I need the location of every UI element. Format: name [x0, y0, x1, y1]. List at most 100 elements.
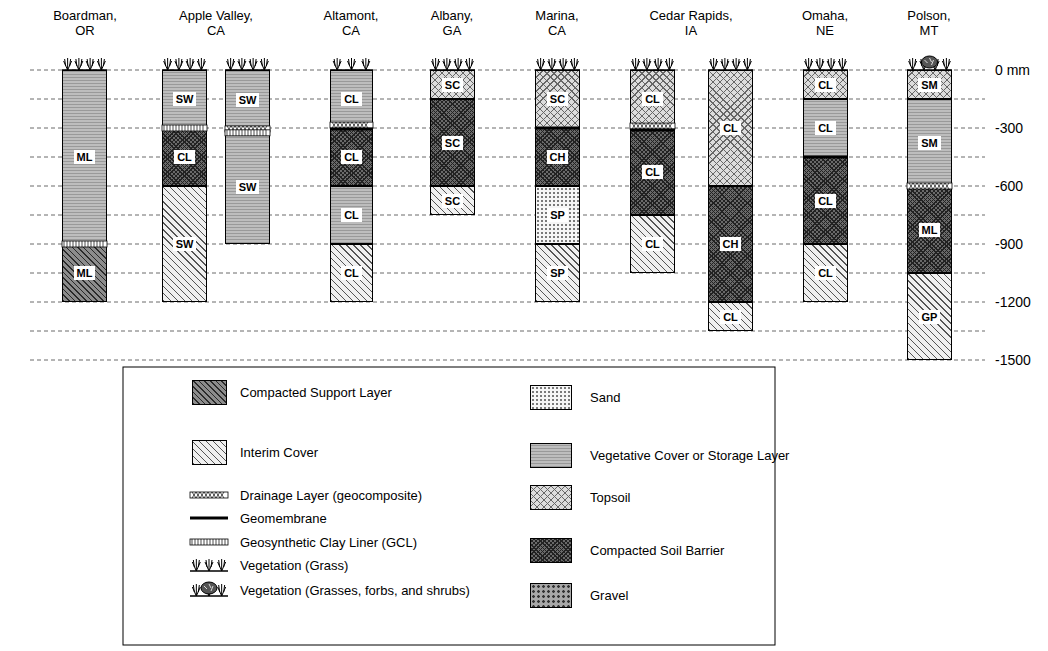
legend-text: Sand: [590, 390, 620, 405]
gcl-tick: [170, 125, 171, 131]
geomembrane: [535, 127, 580, 130]
depth-label: -300: [993, 120, 1025, 136]
soil-layer: CL: [630, 215, 675, 273]
legend-text: Compacted Soil Barrier: [590, 543, 724, 558]
drainage-mesh: [227, 126, 267, 132]
gcl-tick: [198, 539, 199, 545]
legend-swatch: [192, 380, 227, 405]
grass-symbol: [570, 58, 578, 70]
drainage-mesh: [909, 183, 949, 189]
drainage-mesh: [909, 183, 949, 189]
soil-code: CH: [547, 150, 569, 164]
gcl-tick: [201, 539, 202, 545]
column-overlay: [907, 56, 952, 189]
grass-symbol: [432, 58, 440, 70]
legend-swatch: [530, 538, 572, 563]
gcl-tick: [225, 539, 226, 545]
soil-layer: SW: [225, 130, 270, 244]
shrub-texture: [925, 58, 934, 65]
grass-symbol: [816, 58, 824, 70]
depth-label: -1500: [993, 352, 1033, 368]
legend-text: Gravel: [590, 588, 628, 603]
soil-code: SP: [547, 208, 568, 222]
soil-code: SC: [442, 194, 463, 208]
grass-symbol: [942, 58, 950, 70]
soil-code: CL: [815, 121, 836, 135]
grass-symbol: [931, 58, 939, 70]
soil-code: SP: [547, 266, 568, 280]
gcl-tick: [91, 241, 92, 247]
gcl: [62, 241, 107, 247]
column-overlay: [162, 58, 207, 131]
depth-label: -1200: [993, 294, 1033, 310]
grass-symbol: [218, 559, 226, 571]
grass-symbol: [643, 58, 651, 70]
soil-code: CL: [341, 150, 362, 164]
grass-symbol: [164, 58, 172, 70]
gcl-tick: [266, 130, 267, 136]
soil-code: CL: [815, 78, 836, 92]
soil-code: CL: [815, 266, 836, 280]
geomembrane: [803, 156, 848, 159]
gcl-tick: [230, 130, 231, 136]
legend-frame: [123, 367, 775, 645]
soil-code: SW: [173, 92, 197, 106]
gcl-tick: [182, 125, 183, 131]
ground-line: [190, 595, 228, 597]
gcl-tick: [173, 125, 174, 131]
legend-swatch: [530, 385, 572, 410]
soil-code: CL: [720, 310, 741, 324]
soil-layer: CL: [708, 302, 753, 331]
legend-text: Geomembrane: [240, 511, 327, 526]
legend-text: Compacted Support Layer: [240, 385, 392, 400]
ground-line: [190, 570, 228, 572]
soil-layer: GP: [907, 273, 952, 360]
soil-code: ML: [74, 266, 96, 280]
site-name: Cedar Rapids, IA: [643, 8, 739, 38]
soil-layer: SM: [907, 70, 952, 99]
grass-symbol: [909, 58, 917, 70]
gcl-tick: [79, 241, 80, 247]
soil-code: SC: [442, 78, 463, 92]
grass-symbol: [537, 58, 545, 70]
legend-samples: [190, 492, 228, 596]
soil-layer: CL: [803, 70, 848, 99]
gcl-tick: [222, 539, 223, 545]
depth-gridline: [30, 360, 985, 361]
gcl-tick: [203, 125, 204, 131]
gcl-tick: [195, 539, 196, 545]
legend-swatch: [530, 583, 572, 608]
grass-symbol: [654, 58, 662, 70]
gcl-tick: [88, 241, 89, 247]
gcl-tick: [192, 539, 193, 545]
gcl-tick: [103, 241, 104, 247]
ground-line: [225, 69, 270, 71]
gcl: [190, 539, 228, 545]
gcl-tick: [191, 125, 192, 131]
soil-code: CL: [720, 121, 741, 135]
soil-layer: CL: [803, 244, 848, 302]
grass-symbol: [333, 58, 341, 70]
gcl-tick: [179, 125, 180, 131]
depth-label: 0 mm: [993, 62, 1032, 78]
legend-text: Topsoil: [590, 490, 630, 505]
soil-layer: CL: [803, 157, 848, 244]
shrub-texture: [204, 584, 213, 591]
ground-line: [535, 69, 580, 71]
drainage-layer: [330, 122, 373, 128]
grass-symbol: [192, 584, 200, 596]
grass-symbol: [227, 58, 235, 70]
drainage-mesh: [632, 123, 672, 129]
gcl: [225, 130, 270, 136]
column-overlay: [330, 58, 373, 129]
legend-text: Vegetation (Grasses, forbs, and shrubs): [240, 583, 470, 598]
shrub-symbol: [922, 56, 938, 68]
soil-code: SM: [918, 78, 941, 92]
grass-symbol: [186, 58, 194, 70]
soil-code: SW: [236, 180, 260, 194]
soil-layer: CL: [708, 70, 753, 186]
grass-symbol: [920, 58, 928, 70]
drainage-layer: [190, 492, 228, 498]
gcl-tick: [188, 125, 189, 131]
